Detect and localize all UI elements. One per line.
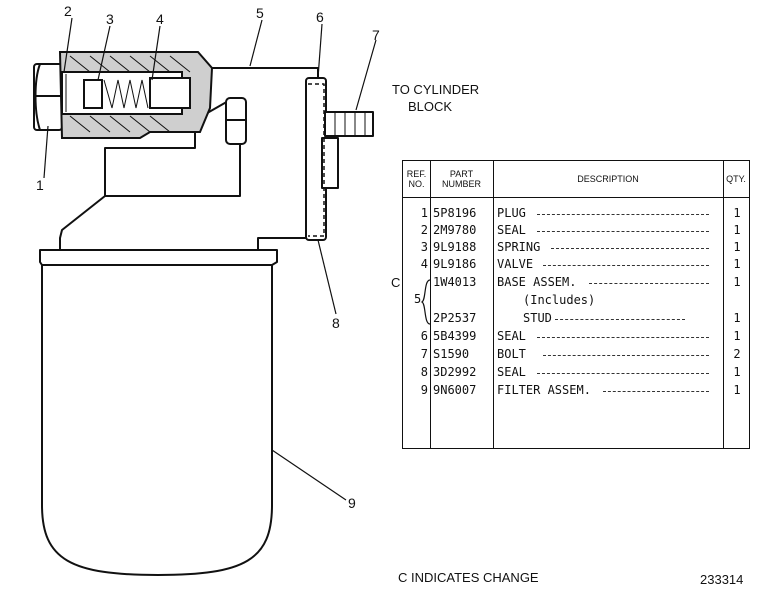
callout-4: 4 xyxy=(156,11,164,27)
row-desc: PLUG xyxy=(497,206,526,220)
row-part: 9L9186 xyxy=(433,257,477,271)
drawing-id: 233314 xyxy=(700,572,744,587)
row-part: 9N6007 xyxy=(433,383,477,397)
row-desc: SEAL xyxy=(497,329,526,343)
table-row: 9 9N6007 FILTER ASSEM. 1 xyxy=(403,382,749,399)
row-part: 2P2537 xyxy=(433,311,477,325)
row-ref: 8 xyxy=(420,365,428,379)
callout-9: 9 xyxy=(348,495,356,511)
change-note: C INDICATES CHANGE xyxy=(398,570,539,585)
row-desc: SPRING xyxy=(497,240,541,254)
row-part: S1590 xyxy=(433,347,470,361)
row-ref: 6 xyxy=(420,329,428,343)
row-qty: 1 xyxy=(733,240,741,254)
row-qty: 1 xyxy=(733,206,741,220)
row-ref: 7 xyxy=(420,347,428,361)
row-ref: 9 xyxy=(420,383,428,397)
group-ref: 5 xyxy=(414,292,422,306)
callout-3: 3 xyxy=(106,11,114,27)
row-part: 3D2992 xyxy=(433,365,477,379)
callout-2: 2 xyxy=(64,3,72,19)
row-desc: STUD xyxy=(523,311,552,325)
row-qty: 1 xyxy=(733,365,741,379)
parts-table: REF. NO. PART NUMBER DESCRIPTION QTY. 1 … xyxy=(402,160,750,449)
row-part: 5P8196 xyxy=(433,206,477,220)
row-part: 9L9188 xyxy=(433,240,477,254)
table-row: 2P2537 STUD 1 xyxy=(403,310,749,327)
table-row: (Includes) xyxy=(403,292,749,309)
table-row: 6 5B4399 SEAL 1 xyxy=(403,328,749,345)
header-part: PART NUMBER xyxy=(430,161,493,198)
row-part: 2M9780 xyxy=(433,223,477,237)
callout-5: 5 xyxy=(256,5,264,21)
header-description: DESCRIPTION xyxy=(493,161,723,198)
header-ref: REF. NO. xyxy=(403,161,430,198)
callout-7: 7 xyxy=(372,27,380,43)
callout-8: 8 xyxy=(332,315,340,331)
row-desc: FILTER ASSEM. xyxy=(497,383,591,397)
connection-label-line2: BLOCK xyxy=(408,99,453,114)
row-desc: BASE ASSEM. xyxy=(497,275,577,289)
row-ref: 4 xyxy=(420,257,428,271)
row-qty: 1 xyxy=(733,383,741,397)
row-desc: (Includes) xyxy=(523,293,596,307)
row-desc: VALVE xyxy=(497,257,534,271)
row-ref: 2 xyxy=(420,223,428,237)
connection-label: TO CYLINDER BLOCK xyxy=(392,81,479,115)
table-row: 1 5P8196 PLUG 1 xyxy=(403,205,749,222)
row-qty: 1 xyxy=(733,257,741,271)
row-part: 1W4013 xyxy=(433,275,477,289)
row-ref: 1 xyxy=(420,206,428,220)
row-part: 5B4399 xyxy=(433,329,477,343)
row-desc: SEAL xyxy=(497,365,526,379)
callout-1: 1 xyxy=(36,177,44,193)
row-desc: SEAL xyxy=(497,223,526,237)
table-row: 2 2M9780 SEAL 1 xyxy=(403,222,749,239)
row-qty: 1 xyxy=(733,223,741,237)
table-row: 7 S1590 BOLT 2 xyxy=(403,346,749,363)
header-qty: QTY. xyxy=(723,161,749,198)
table-row: 4 9L9186 VALVE 1 xyxy=(403,256,749,273)
row-qty: 1 xyxy=(733,311,741,325)
change-marker: C xyxy=(391,275,401,290)
table-row: 3 9L9188 SPRING 1 xyxy=(403,239,749,256)
row-desc: BOLT xyxy=(497,347,526,361)
row-qty: 2 xyxy=(733,347,741,361)
row-qty: 1 xyxy=(733,329,741,343)
connection-label-line1: TO CYLINDER xyxy=(392,82,480,97)
row-qty: 1 xyxy=(733,275,741,289)
table-row: 1W4013 BASE ASSEM. 1 xyxy=(403,274,749,291)
callout-6: 6 xyxy=(316,9,324,25)
row-ref: 3 xyxy=(420,240,428,254)
table-row: 8 3D2992 SEAL 1 xyxy=(403,364,749,381)
group-bracket xyxy=(420,279,431,325)
